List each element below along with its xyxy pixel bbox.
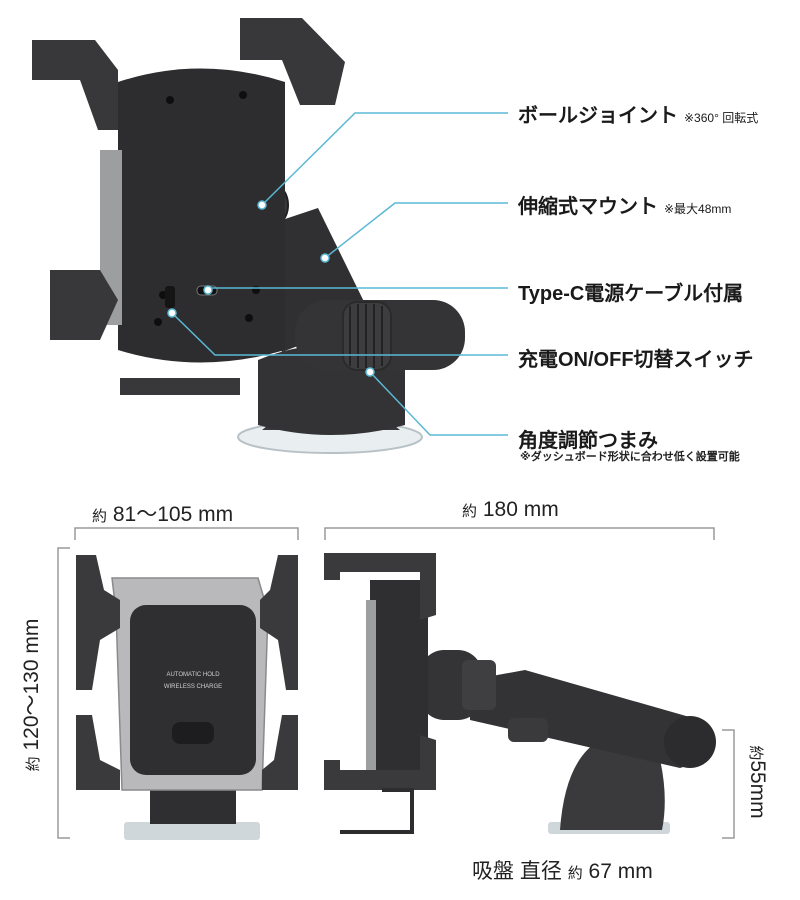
feature-type-c-cable: Type-C電源ケーブル付属 (518, 277, 743, 306)
feature-telescopic-mount-label: 伸縮式マウント (518, 196, 658, 218)
front-text-line2: WIRELESS CHARGE (164, 684, 222, 690)
width-dimension: 約 81〜105 mm (92, 498, 233, 528)
suction-label: 吸盤 直径 (472, 860, 562, 883)
front-text-line1: AUTOMATIC HOLD (166, 672, 220, 678)
feature-charge-switch: 充電ON/OFF切替スイッチ (518, 343, 754, 372)
feature-telescopic-mount: 伸縮式マウント ※最大48mm (518, 190, 731, 219)
callout-lines (167, 112, 508, 436)
width-value: 81〜105 mm (112, 503, 234, 526)
feature-type-c-cable-label: Type-C電源ケーブル付属 (518, 283, 744, 305)
feature-angle-knob-subnote: ※ダッシュボード形状に合わせ低く設置可能 (520, 451, 740, 463)
suction-prefix: 約 (567, 865, 583, 882)
height-value: 120〜130 mm (20, 618, 43, 751)
height-dimension: 約 120〜130 mm (15, 605, 45, 785)
suction-dimension: 吸盤 直径 約 67 mm (472, 855, 653, 885)
side-height-prefix: 約 (747, 745, 764, 761)
length-prefix: 約 (462, 503, 478, 520)
feature-ball-joint-note: ※360° 回転式 (684, 111, 759, 125)
feature-angle-knob-label: 角度調節つまみ (518, 430, 658, 452)
width-prefix: 約 (92, 508, 108, 525)
feature-telescopic-mount-note: ※最大48mm (664, 202, 732, 216)
feature-ball-joint-label: ボールジョイント (518, 105, 678, 127)
length-value: 180 mm (482, 498, 559, 521)
feature-charge-switch-label: 充電ON/OFF切替スイッチ (518, 349, 754, 371)
height-prefix: 約 (25, 756, 42, 772)
length-dimension: 約 180 mm (462, 498, 559, 522)
side-height-dimension: 約55mm (745, 737, 769, 827)
suction-value: 67 mm (588, 860, 653, 883)
feature-angle-knob: 角度調節つまみ (518, 424, 658, 453)
feature-ball-joint: ボールジョイント ※360° 回転式 (518, 99, 758, 128)
top-product-illustration (32, 18, 465, 454)
side-height-value: 55mm (746, 760, 769, 819)
